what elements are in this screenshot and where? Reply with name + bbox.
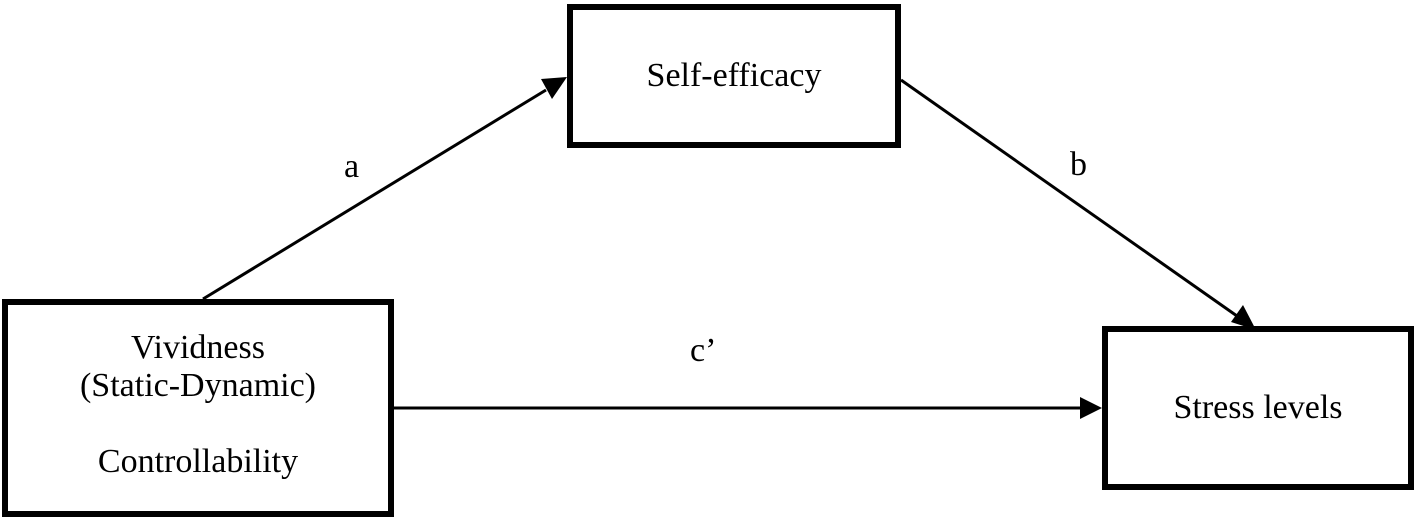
path-c-prime-label: c’ bbox=[690, 332, 717, 369]
arrowhead-b bbox=[1231, 305, 1256, 330]
path-b-label: b bbox=[1070, 146, 1087, 183]
arrowhead-c-prime bbox=[1080, 397, 1102, 419]
controllability-label: Controllability bbox=[97, 443, 299, 480]
self-efficacy-box: Self-efficacy bbox=[567, 4, 901, 148]
stress-levels-box: Stress levels bbox=[1102, 326, 1414, 490]
vividness-box: Vividness (Static-Dynamic) Controllabili… bbox=[2, 299, 394, 517]
arrow-b bbox=[900, 78, 1238, 318]
arrow-a bbox=[202, 88, 547, 301]
self-efficacy-label: Self-efficacy bbox=[646, 57, 822, 94]
arrowhead-a bbox=[541, 77, 567, 99]
vividness-label: Vividness bbox=[131, 329, 265, 366]
path-a-label: a bbox=[344, 148, 360, 185]
stress-levels-label: Stress levels bbox=[1173, 389, 1343, 426]
static-dynamic-label: (Static-Dynamic) bbox=[79, 367, 317, 404]
